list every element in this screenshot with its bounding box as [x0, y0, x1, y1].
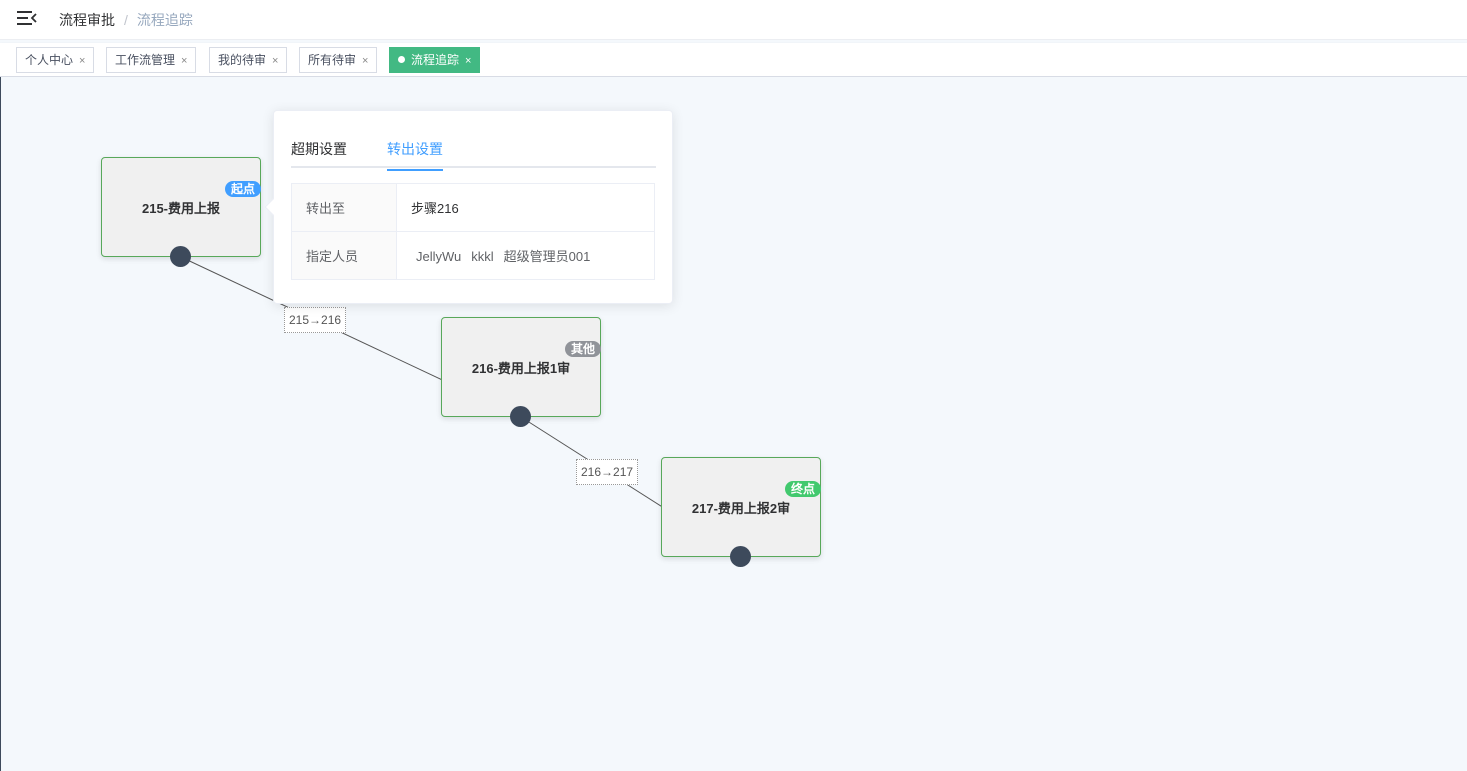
person-tag: JellyWu [416, 249, 462, 264]
breadcrumb: 流程审批 / 流程追踪 [59, 10, 193, 30]
tab-overdue-settings[interactable]: 超期设置 [291, 141, 347, 157]
active-dot-icon [398, 56, 405, 63]
node-anchor[interactable] [730, 546, 751, 567]
tag-label: 工作流管理 [115, 53, 176, 67]
node-title: 216-费用上报1审 [471, 360, 571, 376]
node-settings-popover: 超期设置 转出设置 转出至 步骤216 指定人员 JellyWu kkkl 超级管理… [264, 110, 673, 304]
transfer-settings-table: 转出至 步骤216 指定人员 JellyWu kkkl 超级管理员001 [291, 183, 655, 280]
breadcrumb-separator: / [124, 12, 128, 28]
tag-personal-center[interactable]: 个人中心 × [16, 47, 95, 73]
person-tag: kkkl [471, 249, 494, 264]
menu-fold-icon[interactable] [17, 9, 37, 27]
navbar: 流程审批 / 流程追踪 [0, 0, 1467, 40]
assigned-people-value: JellyWu kkkl 超级管理员001 [396, 231, 655, 280]
assigned-people-label: 指定人员 [291, 231, 397, 280]
flow-node-217[interactable]: 217-费用上报2审 终点 [661, 457, 821, 557]
tag-my-pending[interactable]: 我的待审 × [209, 47, 288, 73]
tag-label: 所有待审 [308, 53, 357, 67]
close-icon[interactable]: × [272, 55, 279, 67]
breadcrumb-parent[interactable]: 流程审批 [59, 12, 115, 28]
edge-label-216-217[interactable]: 216→217 [576, 459, 639, 485]
node-title: 217-费用上报2审 [691, 500, 791, 516]
close-icon[interactable]: × [79, 55, 86, 67]
flow-node-215[interactable]: 215-费用上报 起点 [101, 157, 261, 257]
node-anchor[interactable] [510, 406, 531, 427]
breadcrumb-current: 流程追踪 [136, 12, 193, 28]
tags-view: 个人中心 × 工作流管理 × 我的待审 × 所有待审 × 流程追踪 × [0, 43, 1467, 77]
transfer-to-label: 转出至 [291, 183, 397, 232]
tag-label: 个人中心 [25, 53, 74, 67]
close-icon[interactable]: × [465, 55, 472, 67]
table-row: 指定人员 JellyWu kkkl 超级管理员001 [291, 231, 655, 280]
flow-node-216[interactable]: 216-费用上报1审 其他 [441, 317, 601, 417]
edge-label-215-216[interactable]: 215→216 [284, 307, 347, 333]
tag-process-tracking[interactable]: 流程追踪 × [389, 47, 481, 73]
node-badge-start: 起点 [224, 181, 261, 197]
close-icon[interactable]: × [181, 55, 188, 67]
transfer-to-value: 步骤216 [396, 183, 655, 232]
settings-tabs: 超期设置 转出设置 [291, 133, 656, 171]
person-tag: 超级管理员001 [503, 249, 591, 264]
node-anchor[interactable] [170, 246, 191, 267]
node-badge-end: 终点 [784, 481, 821, 497]
tag-workflow-management[interactable]: 工作流管理 × [106, 47, 197, 73]
tab-transfer-settings[interactable]: 转出设置 [387, 139, 443, 171]
node-title: 215-费用上报 [141, 200, 221, 216]
table-row: 转出至 步骤216 [291, 183, 655, 232]
node-badge-other: 其他 [564, 341, 601, 357]
tag-label: 流程追踪 [411, 53, 460, 67]
tag-all-pending[interactable]: 所有待审 × [299, 47, 378, 73]
tag-label: 我的待审 [218, 53, 267, 67]
close-icon[interactable]: × [362, 55, 369, 67]
